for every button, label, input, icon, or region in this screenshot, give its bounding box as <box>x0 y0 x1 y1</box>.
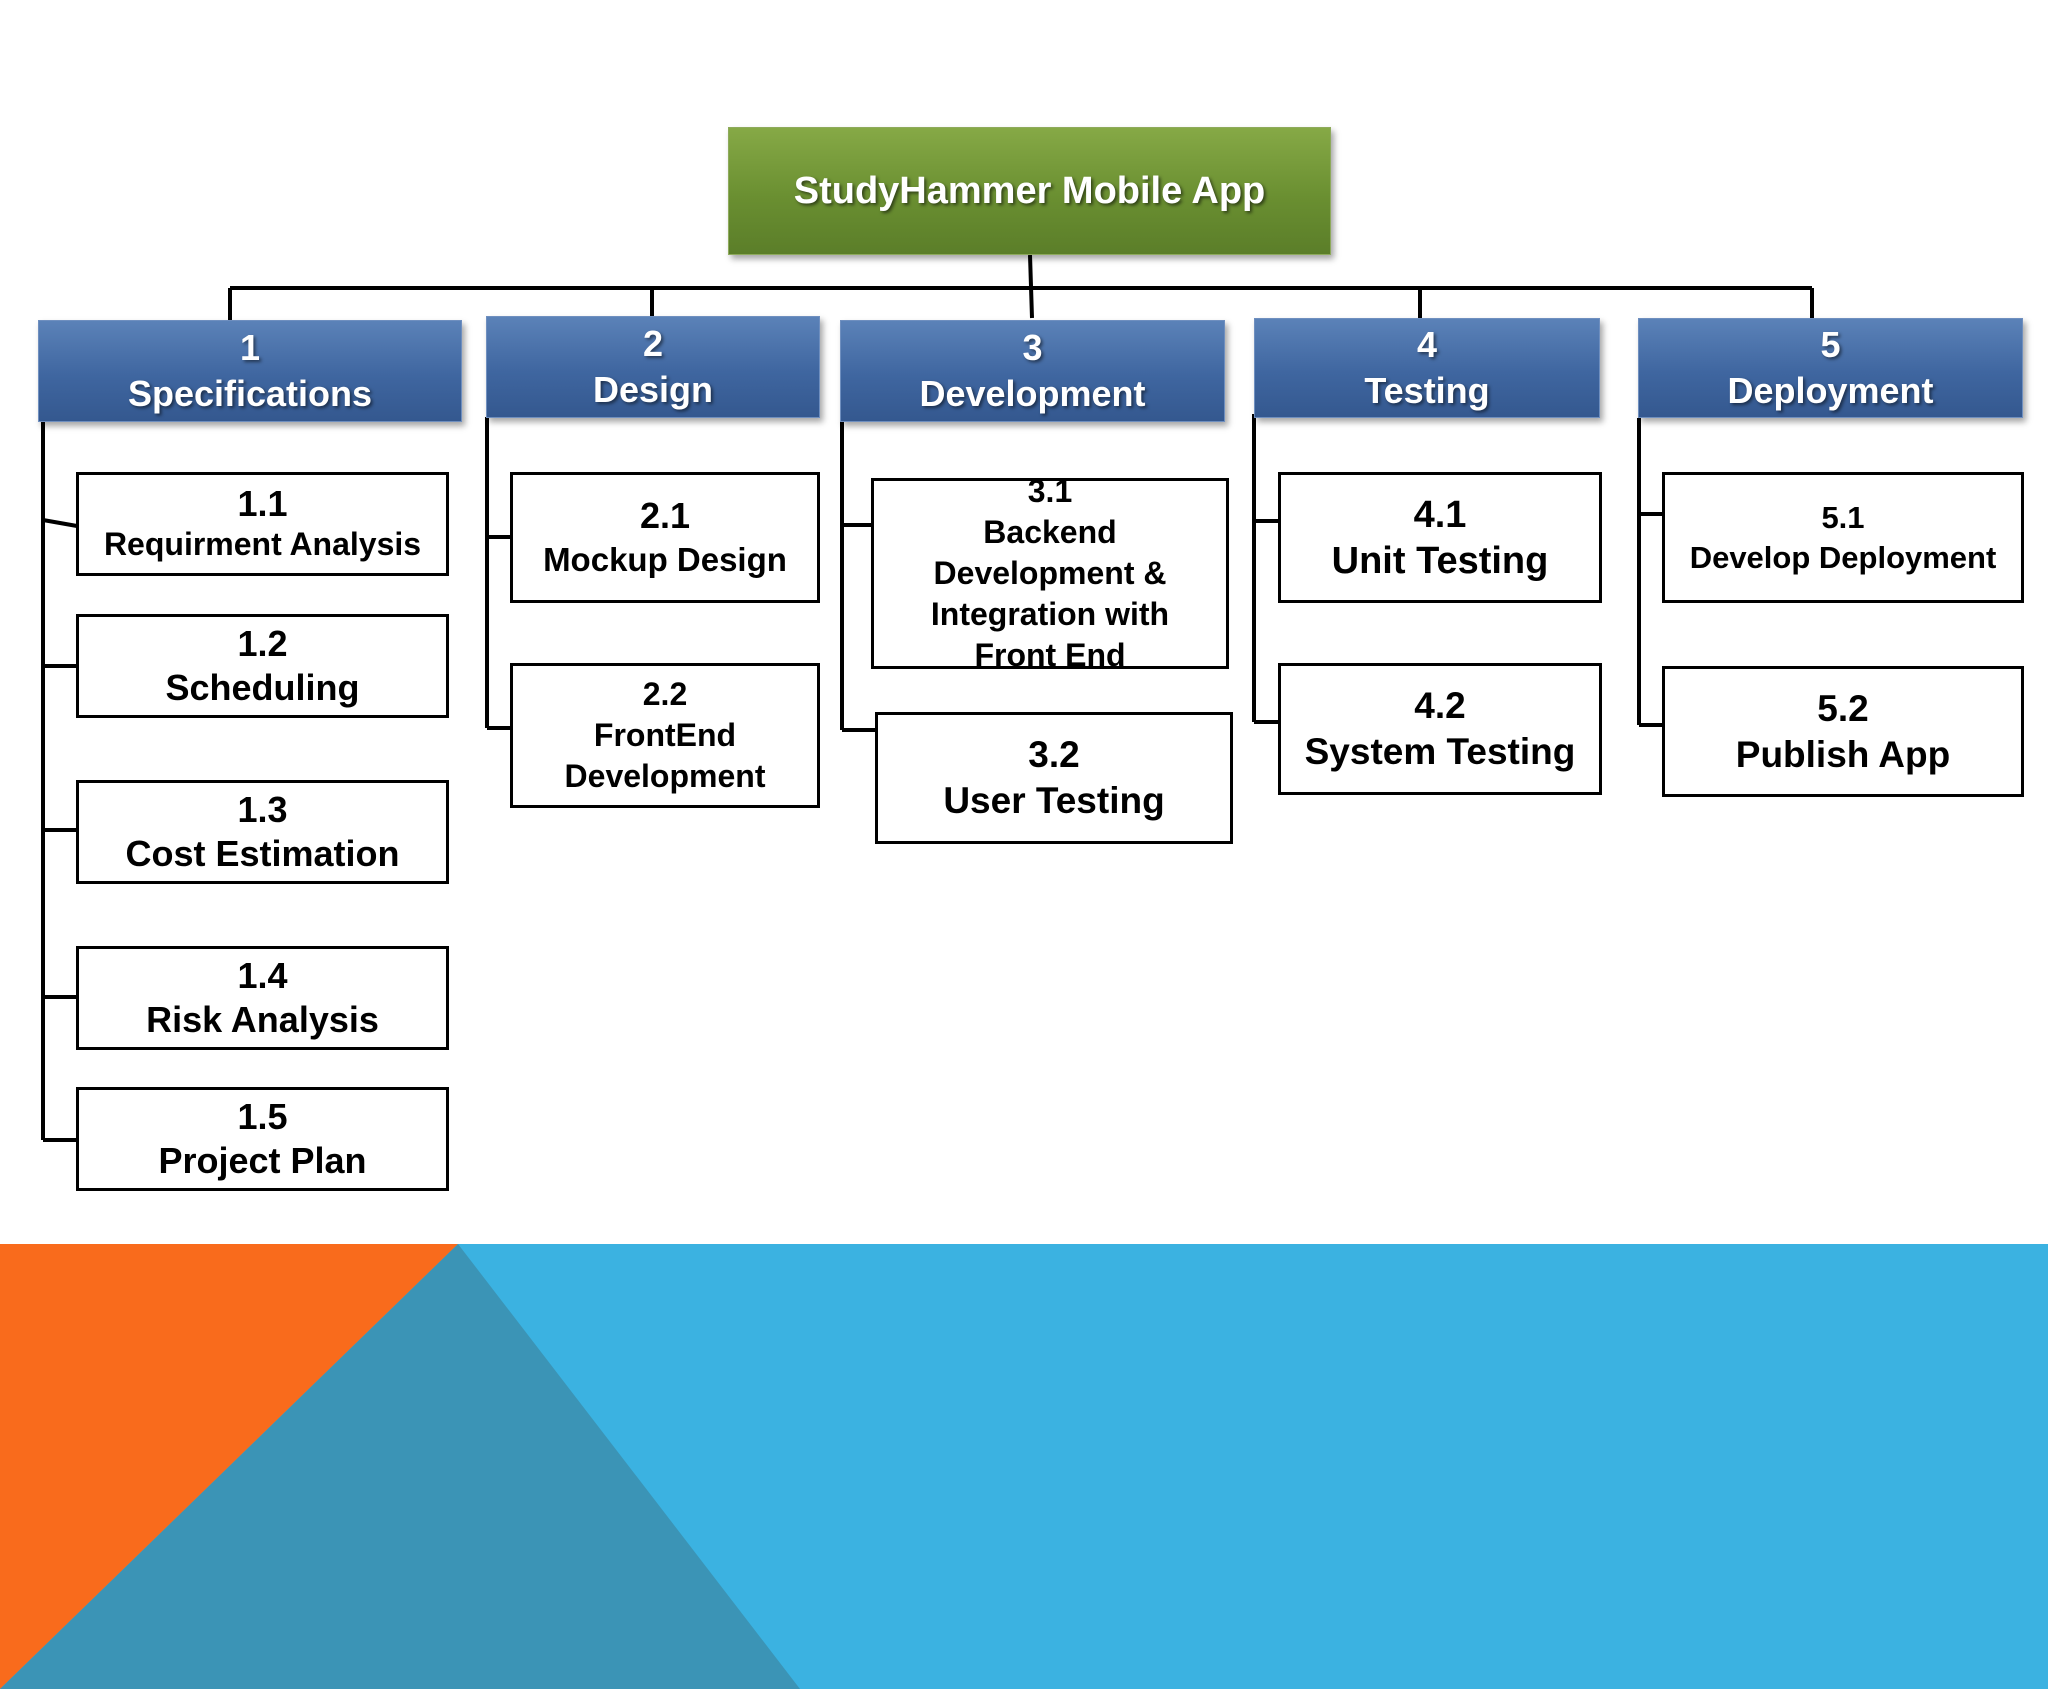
phase-4-title: Testing <box>1364 370 1490 411</box>
task-id: 4.1 <box>1413 493 1467 536</box>
task-label: Cost Estimation <box>125 833 400 874</box>
phase-3-header: 3 Development <box>840 320 1225 422</box>
phase-5-title: Deployment <box>1727 370 1934 411</box>
task-label: Risk Analysis <box>146 999 379 1040</box>
task-1-2: 1.2 Scheduling <box>76 614 449 718</box>
footer-teal-triangle <box>0 1244 800 1689</box>
phase-1-header: 1 Specifications <box>38 320 462 422</box>
phase-4-header: 4 Testing <box>1254 318 1600 418</box>
task-5-2: 5.2 Publish App <box>1662 666 2024 797</box>
task-label: Requirment Analysis <box>103 526 422 562</box>
phase-2-header: 2 Design <box>486 316 820 418</box>
task-id: 3.2 <box>1028 734 1080 775</box>
task-2-1: 2.1 Mockup Design <box>510 472 820 603</box>
phase-5-header: 5 Deployment <box>1638 318 2023 418</box>
task-5-1: 5.1 Develop Deployment <box>1662 472 2024 603</box>
phase-2-title: Design <box>592 369 714 410</box>
task-3-2: 3.2 User Testing <box>875 712 1233 844</box>
task-label: System Testing <box>1304 731 1576 772</box>
task-1-5: 1.5 Project Plan <box>76 1087 449 1191</box>
task-id: 2.2 <box>642 676 688 712</box>
task-id: 1.2 <box>237 623 288 664</box>
task-label: Scheduling <box>165 667 360 708</box>
task-1-3: 1.3 Cost Estimation <box>76 780 449 884</box>
task-id: 1.3 <box>237 789 288 830</box>
task-id: 2.1 <box>639 494 691 536</box>
branch-1-1 <box>42 518 78 528</box>
phase-4-number: 4 <box>1416 324 1438 365</box>
task-2-2: 2.2 FrontEnd Development <box>510 663 820 808</box>
root-node: StudyHammer Mobile App <box>728 127 1331 255</box>
task-id: 1.4 <box>237 955 288 996</box>
task-4-1: 4.1 Unit Testing <box>1278 472 1602 603</box>
task-label: Project Plan <box>158 1140 367 1181</box>
task-id: 5.1 <box>1821 499 1865 535</box>
task-id: 4.2 <box>1414 685 1466 726</box>
task-id: 3.1 <box>1027 478 1073 509</box>
task-id: 5.2 <box>1817 687 1869 729</box>
task-label: User Testing <box>943 780 1165 821</box>
task-id: 1.5 <box>237 1096 288 1137</box>
task-1-4: 1.4 Risk Analysis <box>76 946 449 1050</box>
phase-3-title: Development <box>919 373 1146 414</box>
phase-1-number: 1 <box>239 327 261 368</box>
task-label: Publish App <box>1735 733 1951 775</box>
task-id: 1.1 <box>237 483 288 524</box>
phase-3-number: 3 <box>1022 327 1043 368</box>
phase-1-title: Specifications <box>127 373 373 414</box>
task-4-2: 4.2 System Testing <box>1278 663 1602 795</box>
task-label: FrontEnd Development <box>564 717 766 794</box>
task-label: Mockup Design <box>543 540 787 578</box>
task-label: Backend Development & Integration with F… <box>930 514 1170 669</box>
phase-2-number: 2 <box>642 323 664 364</box>
task-label: Unit Testing <box>1331 539 1549 582</box>
root-label: StudyHammer Mobile App <box>793 169 1266 212</box>
task-label: Develop Deployment <box>1689 539 1997 575</box>
task-1-1: 1.1 Requirment Analysis <box>76 472 449 576</box>
phase-5-number: 5 <box>1820 324 1841 365</box>
task-3-1: 3.1 Backend Development & Integration wi… <box>871 478 1229 669</box>
